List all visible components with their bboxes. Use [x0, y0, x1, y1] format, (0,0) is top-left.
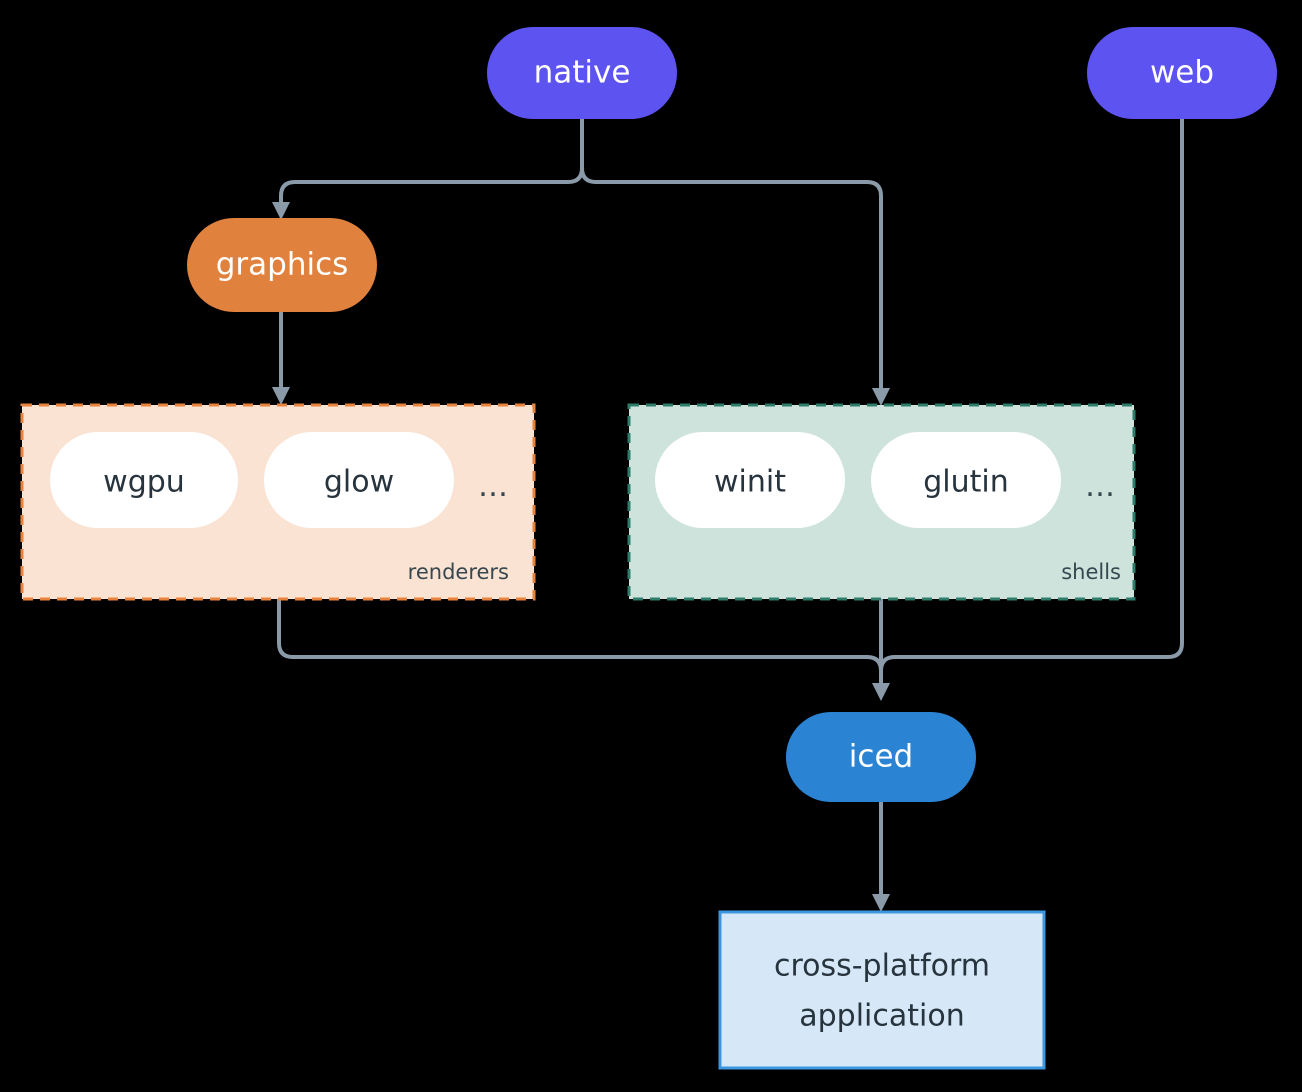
- arrowhead-iced: [872, 683, 890, 701]
- node-web-shape: [1087, 27, 1277, 119]
- node-application-shape: [718, 910, 1046, 1070]
- pill-glow-shape: [264, 432, 454, 528]
- arrowhead-application: [872, 894, 890, 912]
- pill-wgpu[interactable]: wgpu: [50, 432, 238, 528]
- edge-renderers-to-iced: [277, 598, 883, 690]
- shells-ellipsis: …: [1085, 469, 1115, 504]
- edge-native-to-graphics: [279, 117, 584, 208]
- pill-glutin[interactable]: glutin: [871, 432, 1061, 528]
- node-application[interactable]: cross-platform application: [718, 910, 1046, 1070]
- renderers-ellipsis: …: [478, 469, 508, 504]
- shells-group-label: shells: [1061, 560, 1121, 584]
- node-iced-label: iced: [849, 739, 913, 775]
- group-renderers: wgpu glow … renderers: [20, 403, 536, 601]
- pill-winit[interactable]: winit: [655, 432, 845, 528]
- arrowhead-shells: [872, 388, 890, 406]
- pill-glow[interactable]: glow: [264, 432, 454, 528]
- node-graphics-shape: [187, 218, 377, 312]
- edge-layer: [272, 117, 1184, 912]
- node-graphics[interactable]: graphics: [187, 218, 377, 312]
- pill-winit-shape: [655, 432, 845, 528]
- node-graphics-label: graphics: [216, 247, 349, 283]
- pill-glutin-shape: [871, 432, 1061, 528]
- node-application-label-line2: application: [799, 999, 964, 1034]
- arrowhead-renderers: [272, 387, 290, 405]
- node-web-label: web: [1150, 55, 1214, 91]
- group-shells: winit glutin … shells: [627, 403, 1136, 601]
- edge-web-to-iced: [879, 117, 1184, 690]
- node-application-label-line1: cross-platform: [774, 949, 990, 984]
- renderers-group-label: renderers: [408, 560, 509, 584]
- pill-wgpu-shape: [50, 432, 238, 528]
- node-iced-shape: [786, 712, 976, 802]
- pill-glutin-label: glutin: [923, 465, 1009, 500]
- pill-wgpu-label: wgpu: [103, 465, 185, 500]
- node-iced[interactable]: iced: [786, 712, 976, 802]
- pill-winit-label: winit: [714, 465, 786, 500]
- arrowhead-graphics: [272, 202, 290, 220]
- pill-glow-label: glow: [324, 465, 394, 500]
- node-native-label: native: [534, 55, 631, 91]
- node-web[interactable]: web: [1087, 27, 1277, 119]
- node-native[interactable]: native: [487, 27, 677, 119]
- edge-native-to-shells: [580, 117, 883, 395]
- node-native-shape: [487, 27, 677, 119]
